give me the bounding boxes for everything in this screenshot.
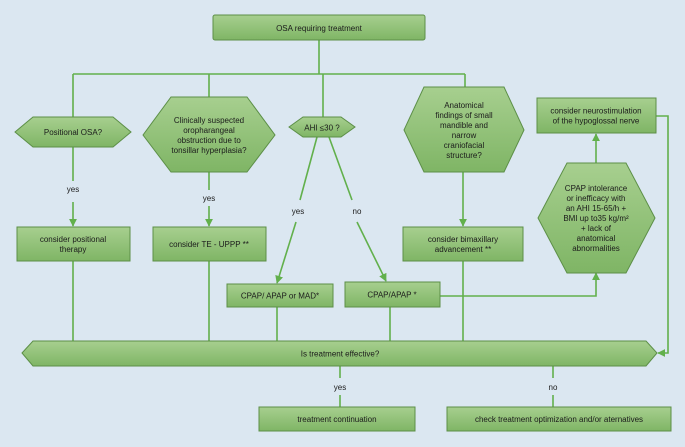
node-text-line: or inefficacy with xyxy=(567,194,626,203)
edge-label-no: no xyxy=(353,207,362,216)
node-text-line: consider neurostimulation xyxy=(550,106,641,115)
node-text-line: Clinically suspected xyxy=(174,116,244,125)
svg-text:Is treatment effective?: Is treatment effective? xyxy=(301,350,380,359)
nodes: OSA requiring treatment Positional OSA? … xyxy=(14,14,672,432)
node-text-line: consider bimaxillary xyxy=(428,235,498,244)
node-cpap-apap-mad: CPAP/ APAP or MAD* xyxy=(226,283,334,308)
connector xyxy=(299,136,318,201)
node-treatment-optimization: check treatment optimization and/or ater… xyxy=(446,406,672,432)
svg-text:consider TE - UPPP **: consider TE - UPPP ** xyxy=(169,240,249,249)
connector xyxy=(328,136,353,201)
node-text-line: advancement ** xyxy=(435,245,491,254)
node-osa: OSA requiring treatment xyxy=(212,14,426,41)
node-text-line: structure? xyxy=(446,151,482,160)
svg-text:OSA requiring treatment: OSA requiring treatment xyxy=(276,24,363,33)
node-text-line: consider TE - UPPP ** xyxy=(169,240,249,249)
svg-text:check treatment optimization a: check treatment optimization and/or ater… xyxy=(475,415,643,424)
node-text-line: narrow xyxy=(452,131,477,140)
node-text-line: consider positional xyxy=(40,235,106,244)
connector xyxy=(275,221,297,284)
node-text-line: OSA requiring treatment xyxy=(276,24,363,33)
node-text-line: check treatment optimization and/or ater… xyxy=(475,415,643,424)
edge-label-yes: yes xyxy=(292,207,304,216)
node-text-line: AHI ≤30 ? xyxy=(304,123,340,132)
edge-labels: yes yes yes no yes no xyxy=(63,182,561,394)
node-text-line: abnormalities xyxy=(572,244,620,253)
node-text-line: therapy xyxy=(60,245,87,254)
node-text-line: mandible and xyxy=(440,121,488,130)
svg-text:Positional OSA?: Positional OSA? xyxy=(44,128,103,137)
edge-label-yes: yes xyxy=(67,185,79,194)
node-text-line: CPAP/APAP * xyxy=(367,290,416,299)
node-text-line: Is treatment effective? xyxy=(301,350,380,359)
svg-text:CPAP/ APAP or MAD*: CPAP/ APAP or MAD* xyxy=(241,291,319,300)
node-text-line: Positional OSA? xyxy=(44,128,103,137)
node-cpap-apap: CPAP/APAP * xyxy=(344,281,441,308)
node-text-line: Anatomical xyxy=(444,101,484,110)
node-treatment-continuation: treatment continuation xyxy=(258,406,416,432)
node-te-uppp: consider TE - UPPP ** xyxy=(152,226,267,262)
node-positional-osa: Positional OSA? xyxy=(14,116,132,148)
svg-text:treatment continuation: treatment continuation xyxy=(297,415,376,424)
node-text-line: findings of small xyxy=(435,111,493,120)
node-text-line: an AHI 15-65/h + xyxy=(566,204,627,213)
node-text-line: anatomical xyxy=(577,234,616,243)
edge-label-yes: yes xyxy=(203,194,215,203)
node-text-line: obstruction due to xyxy=(177,136,241,145)
node-text-line: craniofacial xyxy=(444,141,485,150)
node-treatment-effective: Is treatment effective? xyxy=(21,340,658,367)
node-text-line: oropharangeal xyxy=(183,126,235,135)
node-text-line: BMI up to35 kg/m² xyxy=(563,214,629,223)
connectors xyxy=(69,40,669,407)
edge-label-no: no xyxy=(549,383,558,392)
edge-label-yes: yes xyxy=(334,383,346,392)
svg-text:CPAP/APAP *: CPAP/APAP * xyxy=(367,290,416,299)
svg-text:AHI ≤30 ?: AHI ≤30 ? xyxy=(304,123,340,132)
node-text-line: CPAP intolerance xyxy=(565,184,628,193)
node-text-line: + lack of xyxy=(581,224,612,233)
node-text-line: tonsillar hyperplasia? xyxy=(171,146,247,155)
node-ahi: AHI ≤30 ? xyxy=(288,116,356,138)
connector xyxy=(356,221,387,282)
connector xyxy=(656,115,669,357)
node-text-line: CPAP/ APAP or MAD* xyxy=(241,291,319,300)
node-text-line: treatment continuation xyxy=(297,415,376,424)
node-text-line: of the hypoglossal nerve xyxy=(553,116,640,125)
connector xyxy=(440,272,600,297)
